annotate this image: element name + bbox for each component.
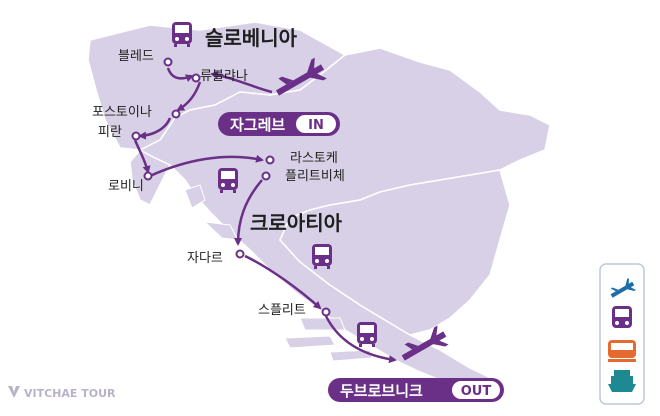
city-label-ljubljana: 류블랴나 <box>200 69 248 84</box>
badge-dubrovnik-city: 두브로브니크 <box>340 382 423 400</box>
route-plitvice-zadar <box>234 179 263 246</box>
transport-legend <box>599 263 645 405</box>
bus-icon <box>218 168 238 193</box>
city-marker-bled <box>163 57 173 67</box>
hvar-island <box>284 335 336 349</box>
brac-island <box>299 317 346 331</box>
route-zadar-split <box>244 254 322 310</box>
city-marker-plitvice <box>261 171 271 181</box>
route-ljubljana-postojna <box>176 81 202 112</box>
bosnia-land <box>279 169 511 336</box>
plane-icon <box>610 277 636 298</box>
city-label-zadar: 자다르 <box>187 251 223 266</box>
bus-icon <box>172 22 192 47</box>
plane-icon <box>275 57 327 96</box>
badge-zagreb-tag: IN <box>308 118 324 133</box>
city-label-postojna: 포스토이나 <box>92 105 152 120</box>
route-zagreb-ljubljana <box>210 71 273 94</box>
train-icon <box>608 340 636 362</box>
badge-dubrovnik-tag: OUT <box>461 384 492 399</box>
bus-icon <box>612 306 632 328</box>
city-marker-postojna <box>171 109 181 119</box>
brand-logo: VITCHAE TOUR <box>8 386 116 400</box>
route-rovinj-plitvice <box>149 154 264 178</box>
brand-icon <box>8 386 20 398</box>
city-label-rovinj: 로비니 <box>108 179 144 194</box>
brand-name: VITCHAE TOUR <box>24 387 116 400</box>
bus-icon <box>357 322 377 347</box>
city-marker-split <box>321 307 331 317</box>
plane-icon <box>401 325 449 361</box>
route-split-dubrovnik <box>324 315 397 364</box>
city-marker-rastoke <box>265 155 275 165</box>
route-postojna-piran <box>138 117 172 140</box>
badge-zagreb-in: 자그레브 IN <box>218 112 340 136</box>
route-piran-rovinj <box>133 139 151 174</box>
route-bled-ljubljana <box>166 67 194 82</box>
city-label-split: 스플리트 <box>258 303 306 318</box>
badge-zagreb-city: 자그레브 <box>230 116 285 134</box>
ship-icon <box>608 370 636 392</box>
badge-dubrovnik-out: 두브로브니크 OUT <box>328 378 504 402</box>
city-marker-ljubljana <box>191 73 201 83</box>
city-label-bled: 블레드 <box>118 49 154 64</box>
city-marker-piran <box>131 131 141 141</box>
bus-icon <box>312 244 332 269</box>
city-marker-zadar <box>235 249 245 259</box>
korcula-island <box>329 349 373 362</box>
city-label-rastoke: 라스토케 <box>290 151 338 166</box>
city-label-piran: 피란 <box>98 125 122 140</box>
city-markers <box>131 57 331 317</box>
region-label-slovenia: 슬로베니아 <box>205 26 298 50</box>
city-label-plitvice: 플리트비체 <box>285 169 345 184</box>
krk-island <box>184 184 206 209</box>
city-marker-rovinj <box>143 171 153 181</box>
region-label-croatia: 크로아티아 <box>250 211 343 235</box>
route-lines <box>133 67 397 364</box>
